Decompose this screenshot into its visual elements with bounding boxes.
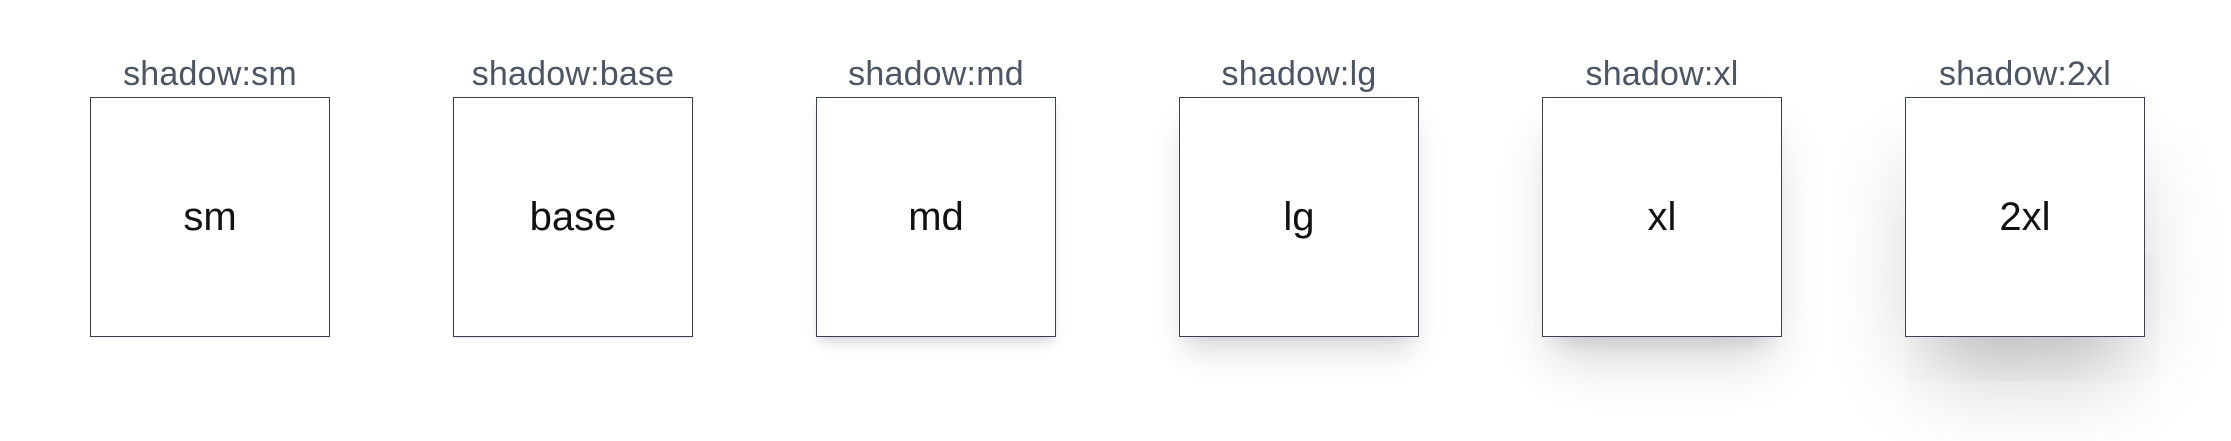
shadow-caption-xl: shadow:xl	[1585, 55, 1739, 93]
shadow-sample-2xl: shadow:2xl 2xl	[1905, 52, 2145, 337]
shadow-caption-2xl: shadow:2xl	[1938, 55, 2112, 93]
shadow-box-label-md: md	[908, 195, 964, 239]
shadow-box-label-base: base	[529, 195, 617, 239]
shadow-caption-base: shadow:base	[471, 55, 675, 93]
shadow-sample-lg: shadow:lg lg	[1179, 52, 1419, 337]
shadow-box-label-lg: lg	[1283, 195, 1315, 239]
shadow-caption-md: shadow:md	[848, 55, 1024, 93]
shadow-sample-sm: shadow:sm sm	[90, 52, 330, 337]
shadow-box-label-2xl: 2xl	[1999, 195, 2051, 239]
shadow-caption-sm: shadow:sm	[123, 55, 297, 93]
shadow-caption-lg: shadow:lg	[1221, 55, 1377, 93]
shadow-sample-md: shadow:md md	[816, 52, 1056, 337]
shadow-box-xl: xl	[1542, 97, 1782, 337]
shadow-box-2xl: 2xl	[1905, 97, 2145, 337]
shadow-sample-xl: shadow:xl xl	[1542, 52, 1782, 337]
shadow-box-lg: lg	[1179, 97, 1419, 337]
shadow-box-label-sm: sm	[183, 195, 237, 239]
shadow-box-label-xl: xl	[1647, 195, 1677, 239]
shadow-box-md: md	[816, 97, 1056, 337]
shadow-box-sm: sm	[90, 97, 330, 337]
shadow-box-base: base	[453, 97, 693, 337]
shadow-sample-base: shadow:base base	[453, 52, 693, 337]
